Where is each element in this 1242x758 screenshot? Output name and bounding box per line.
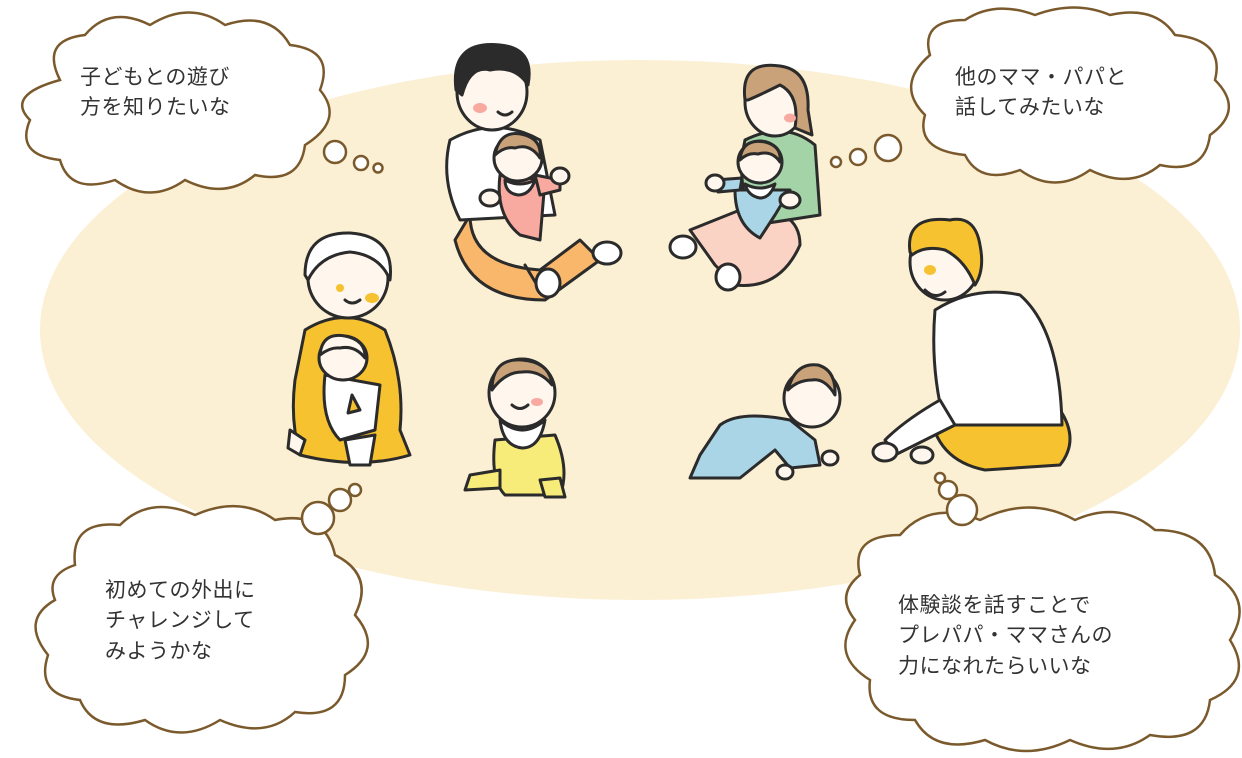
baby-sitting-yellow-figure [463, 357, 567, 499]
thought-bubble-top-left [20, 11, 384, 194]
dad-with-baby-figure [445, 43, 623, 302]
thought-bubble-bottom-right-text: 体験談を話すことで プレパパ・ママさんの 力になれたらいいな [898, 593, 1113, 678]
floor-ellipse [40, 60, 1240, 600]
thought-bubble-top-left-text: 子どもとの遊び 方を知りたいな [80, 65, 231, 120]
baby-crawling-blue-figure [688, 363, 842, 481]
thought-bubble-top-right [829, 6, 1231, 184]
thought-bubble-bottom-left-text: 初めての外出に チャレンジして みようかな [105, 578, 256, 663]
mom-mustard-with-baby-figure [286, 231, 412, 467]
thought-bubble-bottom-right [844, 471, 1241, 753]
mom-with-baby-figure [668, 63, 822, 292]
thought-bubble-top-right-text: 他のママ・パパと 話してみたいな [955, 65, 1127, 120]
dad-kneeling-figure [871, 217, 1072, 472]
thought-bubble-bottom-left [34, 482, 370, 734]
